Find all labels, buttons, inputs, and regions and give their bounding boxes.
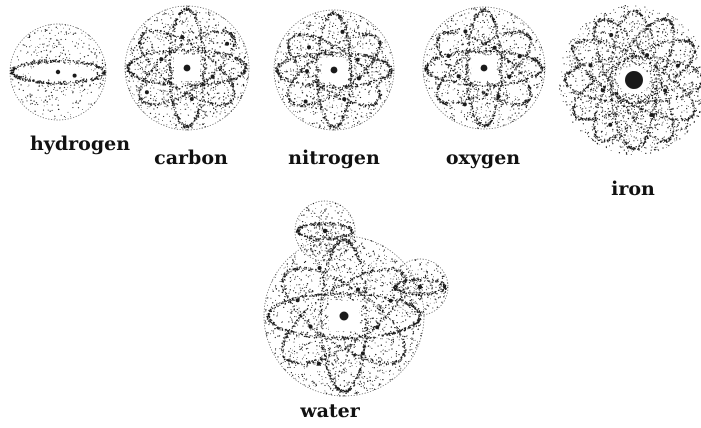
oxygen-atom-model — [423, 7, 545, 129]
nucleus-dot — [331, 67, 338, 74]
nucleus-dot — [625, 71, 643, 89]
nucleus-dot — [184, 65, 191, 72]
nucleus-dot — [418, 285, 422, 289]
nucleus-dot — [56, 70, 60, 74]
water-label: water — [300, 400, 360, 422]
nucleus-dot — [481, 65, 488, 72]
nitrogen-atom-model — [274, 10, 394, 130]
carbon-label: carbon — [154, 147, 228, 169]
iron-label: iron — [611, 178, 655, 200]
nucleus-dot — [340, 312, 349, 321]
carbon-atom-model — [125, 6, 249, 131]
electron-dots — [73, 74, 77, 78]
nucleus-dot — [323, 229, 327, 233]
water-molecule-model — [264, 201, 448, 397]
hydrogen-label: hydrogen — [30, 133, 130, 155]
oxygen-label: oxygen — [446, 147, 520, 169]
iron-atom-model — [559, 5, 701, 155]
hydrogen-atom-model — [10, 24, 106, 120]
nitrogen-label: nitrogen — [288, 147, 380, 169]
